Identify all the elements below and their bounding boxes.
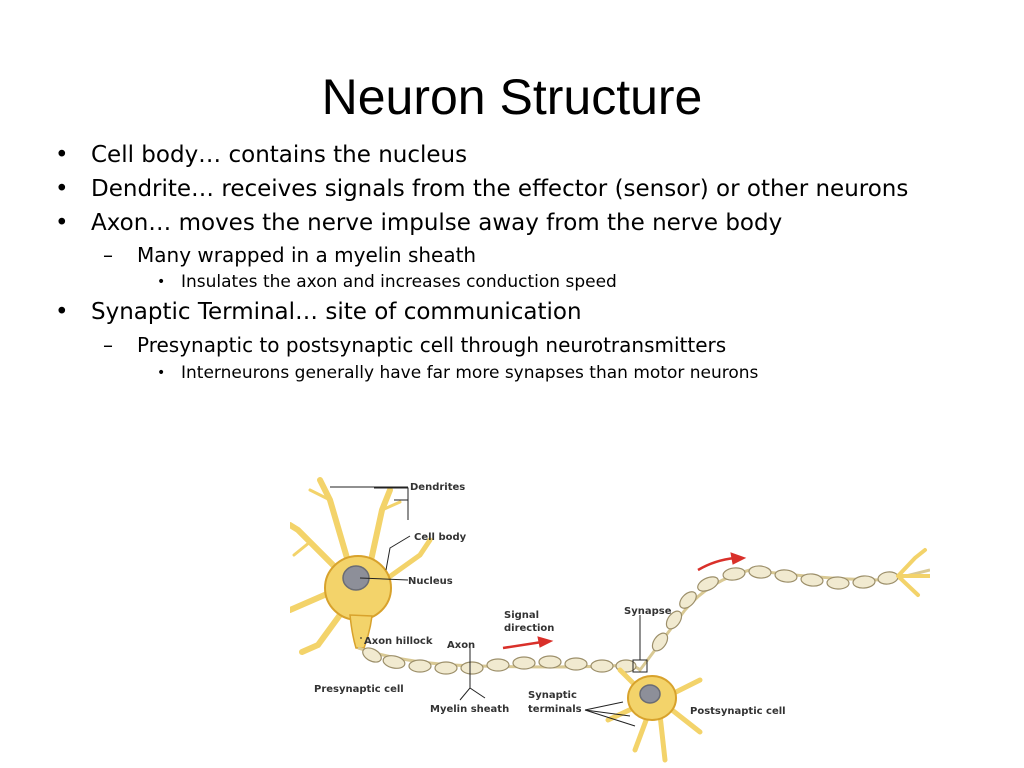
bullet-marker: •	[55, 299, 69, 325]
bullet-item: • Cell body… contains the nucleus	[55, 140, 468, 170]
label-postsynaptic-cell: Postsynaptic cell	[690, 706, 786, 717]
signal-arrows	[502, 552, 747, 650]
postsynaptic-nucleus	[639, 684, 661, 704]
label-myelin-sheath: Myelin sheath	[430, 704, 509, 715]
label-presynaptic-cell: Presynaptic cell	[314, 684, 404, 695]
sub-sub-bullet-item: • Insulates the axon and increases condu…	[157, 271, 617, 293]
bullet-text: Synaptic Terminal… site of communication	[91, 299, 582, 325]
bullet-marker: •	[55, 142, 69, 168]
label-dendrites: Dendrites	[410, 482, 465, 493]
bullet-marker: –	[103, 243, 113, 267]
label-axon-hillock: Axon hillock	[364, 636, 433, 647]
label-cell-body: Cell body	[414, 532, 467, 543]
leader-lines	[330, 486, 641, 727]
bullet-item: • Axon… moves the nerve impulse away fro…	[55, 208, 783, 238]
myelin-segments	[362, 565, 899, 675]
label-nucleus: Nucleus	[408, 576, 453, 587]
label-synaptic-terminals-2: terminals	[528, 704, 582, 715]
bullet-text: Interneurons generally have far more syn…	[181, 363, 759, 383]
bullet-text: Many wrapped in a myelin sheath	[137, 243, 477, 267]
sub-bullet-item: – Presynaptic to postsynaptic cell throu…	[103, 332, 727, 358]
terminal-branches	[896, 548, 930, 597]
neuron-diagram-svg: Dendrites Cell body Nucleus Axon hillock…	[290, 477, 930, 763]
bullet-marker: •	[157, 274, 166, 290]
slide-title: Neuron Structure	[321, 69, 703, 125]
bullet-item: • Dendrite… receives signals from the ef…	[55, 174, 909, 204]
axon-hillock-shape	[349, 614, 373, 649]
neuron-diagram: Dendrites Cell body Nucleus Axon hillock…	[290, 470, 930, 768]
label-signal-direction-2: direction	[504, 623, 554, 634]
bullet-marker: •	[55, 210, 69, 236]
bullet-text: Presynaptic to postsynaptic cell through…	[137, 333, 727, 357]
label-signal-direction-1: Signal	[504, 610, 539, 621]
bullet-marker: •	[157, 365, 166, 381]
bullet-text: Dendrite… receives signals from the effe…	[91, 176, 909, 202]
bullet-item: • Synaptic Terminal… site of communicati…	[55, 297, 582, 327]
label-synaptic-terminals-1: Synaptic	[528, 690, 577, 701]
bullet-marker: –	[103, 333, 113, 357]
bullet-text: Cell body… contains the nucleus	[91, 142, 468, 168]
sub-bullet-item: – Many wrapped in a myelin sheath	[103, 242, 477, 268]
sub-sub-bullet-item: • Interneurons generally have far more s…	[157, 362, 759, 384]
bullet-marker: •	[55, 176, 69, 202]
bullet-text: Insulates the axon and increases conduct…	[181, 272, 617, 292]
bullet-text: Axon… moves the nerve impulse away from …	[91, 210, 783, 236]
label-synapse: Synapse	[624, 606, 672, 617]
label-axon: Axon	[447, 640, 475, 651]
